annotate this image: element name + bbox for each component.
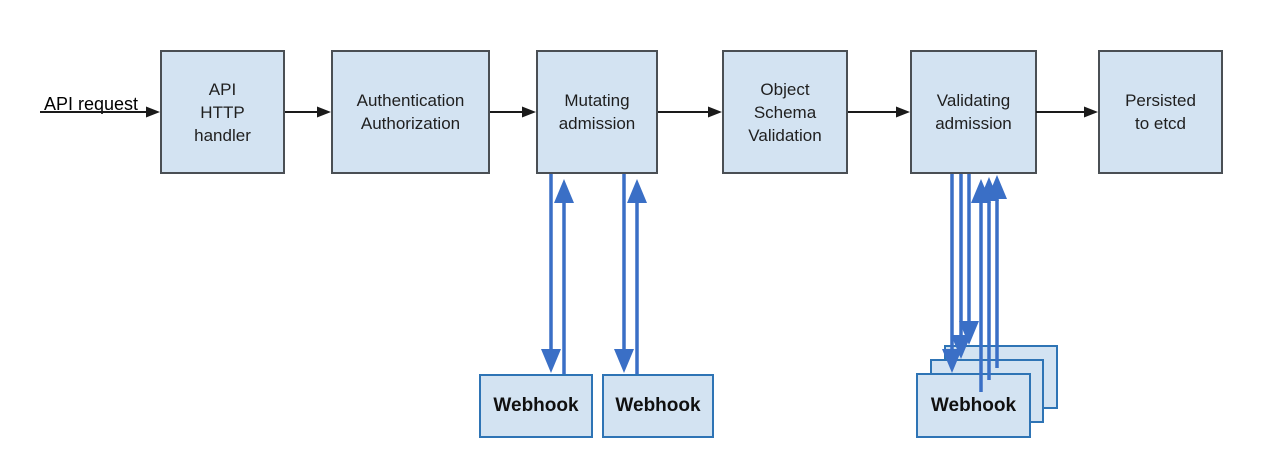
box-label-line: HTTP bbox=[200, 102, 245, 122]
flow-box-api-http-handler: API HTTP handler bbox=[160, 50, 285, 174]
api-request-label: API request bbox=[44, 94, 139, 114]
flow-box-authentication-authorization: Authentication Authorization bbox=[331, 50, 490, 174]
box-label-line: Object bbox=[760, 79, 810, 99]
webhook-box-mutating-2: Webhook bbox=[602, 374, 714, 438]
flow-box-persisted-to-etcd: Persisted to etcd bbox=[1098, 50, 1223, 174]
webhook-box-mutating-1: Webhook bbox=[479, 374, 593, 438]
box-label-line: Validation bbox=[748, 125, 822, 145]
webhook-box-validating-front: Webhook bbox=[916, 373, 1031, 438]
box-label-line: Authorization bbox=[360, 114, 461, 133]
box-label-line: Mutating bbox=[564, 91, 630, 110]
webhook-label: Webhook bbox=[930, 394, 1017, 416]
flow-box-validating-admission: Validating admission bbox=[910, 50, 1037, 174]
box-label-line: API bbox=[208, 79, 237, 99]
box-label-line: admission bbox=[935, 114, 1012, 133]
flow-box-object-schema-validation: Object Schema Validation bbox=[722, 50, 848, 174]
box-label-line: to etcd bbox=[1134, 114, 1187, 133]
box-label-line: Persisted bbox=[1125, 91, 1196, 110]
webhook-label: Webhook bbox=[493, 395, 579, 416]
box-label-line: Validating bbox=[936, 91, 1011, 110]
box-label-line: Schema bbox=[753, 102, 817, 122]
box-label-line: handler bbox=[194, 125, 251, 145]
box-label-line: Authentication bbox=[356, 91, 465, 110]
box-label-line: admission bbox=[558, 114, 636, 133]
webhook-label: Webhook bbox=[615, 395, 701, 416]
flow-box-mutating-admission: Mutating admission bbox=[536, 50, 658, 174]
